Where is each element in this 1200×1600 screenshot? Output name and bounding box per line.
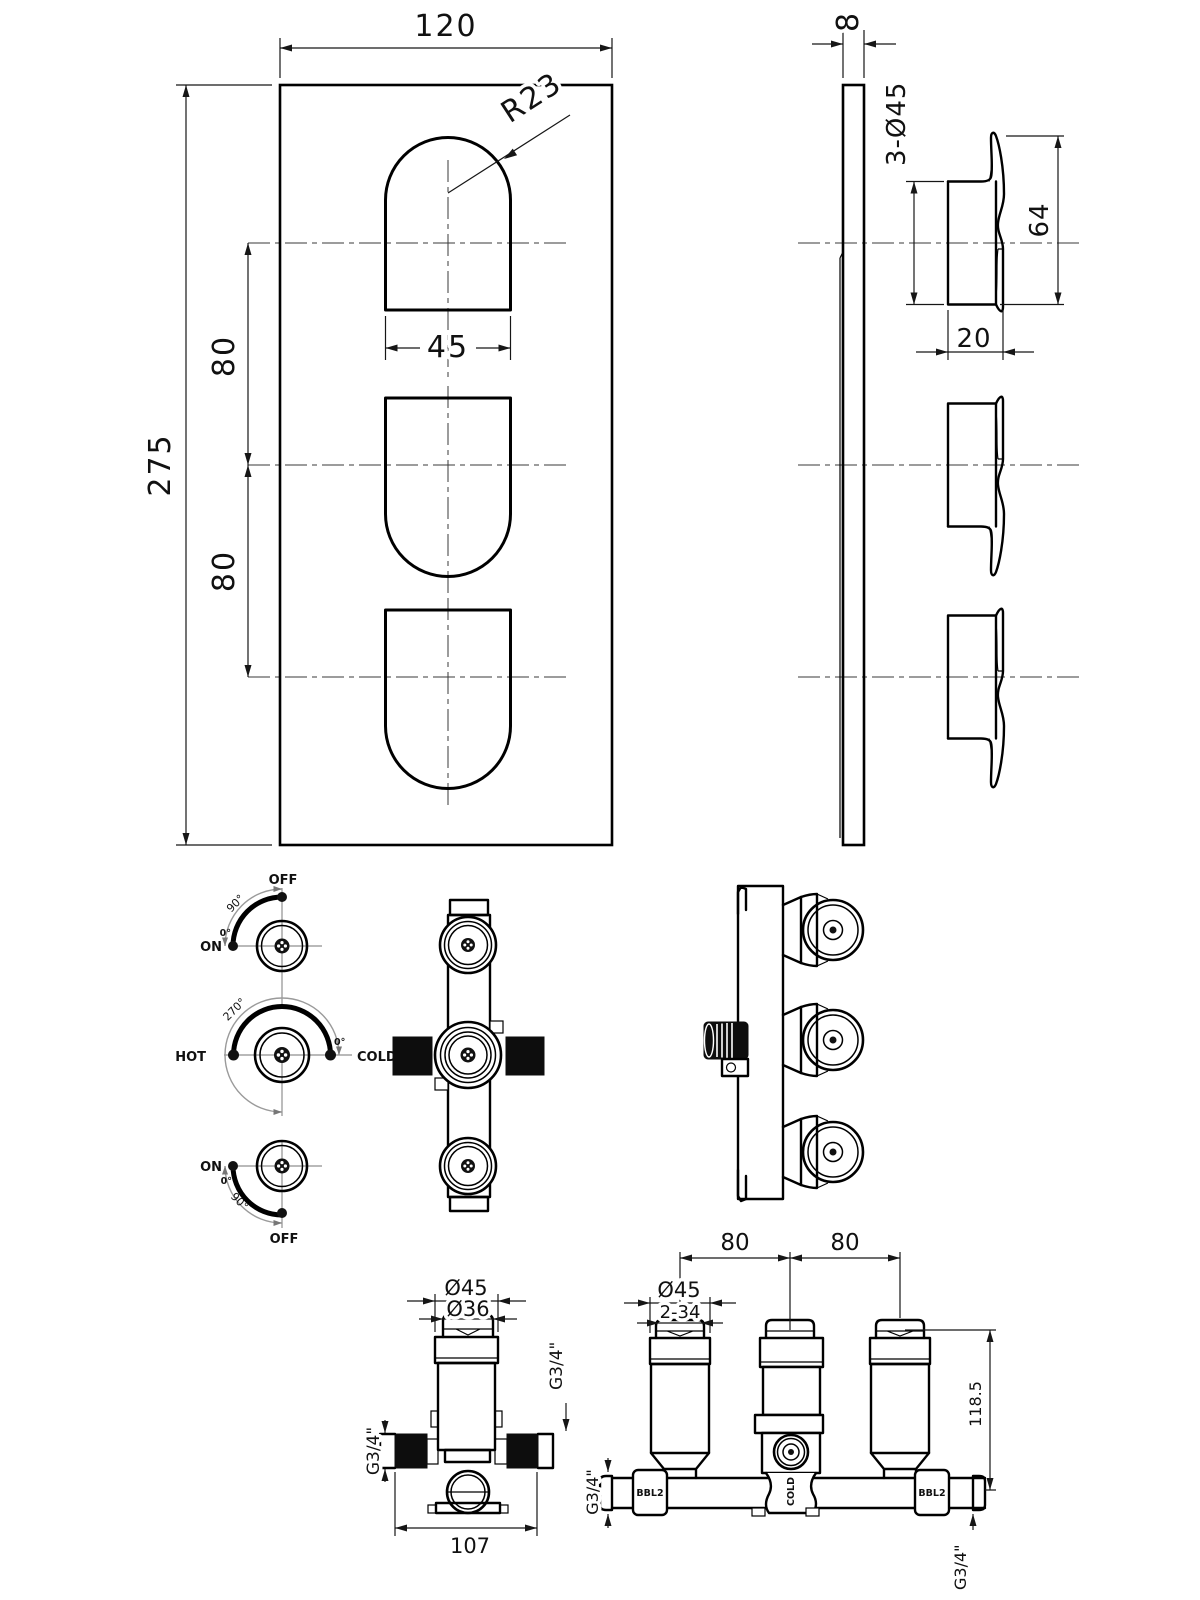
cartridge-center: COLD [751,1318,825,1517]
centerline-cutout-middle [248,386,566,596]
label-cold: COLD [357,1050,397,1065]
label-manifold-thread-bottom: G3/4" [951,1544,970,1590]
plate-profile [841,83,866,847]
temperature-dial: HOT COLD 270° 0° [175,996,397,1116]
inlet-cold-block [505,1036,545,1076]
cartridge-body [436,1361,497,1452]
centerline-cutout-bottom [248,598,566,808]
dim-front-pitch-bottom: 80 [207,550,242,592]
dim-cutout-width: 45 [427,330,469,365]
dim-knob-depth: 20 [956,324,991,354]
valve-head-top [438,915,498,975]
label-thread-left: G3/4" [364,1427,384,1475]
dim-manifold-dia: Ø45 [657,1278,700,1302]
label-on-bottom: ON [200,1160,222,1175]
valve-head-middle [433,1020,503,1090]
label-zero-bottom: 0° [221,1176,232,1187]
faceplate-outline [278,83,614,847]
inlet-fitting [703,1021,749,1060]
diverter-dial-top: OFF ON 90° 0° [200,873,322,1004]
label-cold-port: COLD [786,1477,797,1506]
label-thread-right: G3/4" [547,1342,567,1390]
knob-profile-top [946,131,1006,313]
dim-section-outer-dia: Ø45 [444,1276,487,1300]
cartridge-left [648,1318,712,1480]
label-off-top: OFF [269,873,298,888]
manifold-installation-view: COLD BBL2 BBL2 80 80 Ø45 2-34 118.5 G3/4… [580,1227,996,1594]
cutout-bottom [384,608,512,790]
cartridge-bottom [781,1114,865,1190]
fitting-right [913,1468,951,1517]
valve-body-perspective-view [703,884,865,1203]
label-off-bottom: OFF [270,1232,299,1247]
centerline-cutout-top [248,160,566,380]
dim-manifold-height: 118.5 [966,1381,985,1427]
cold-inlet-waist [764,1471,818,1515]
label-fitting-right: BBL2 [918,1488,945,1499]
dim-knob-diameter: 3-Ø45 [882,82,912,166]
dim-front-pitch-top: 80 [207,335,242,377]
valve-body-front-view [392,898,545,1213]
cutout-top [384,136,512,312]
label-sweep-top: 90° [224,892,247,915]
dim-pitch-left: 80 [720,1230,749,1256]
cutout-middle [384,396,512,578]
dim-section-inner-dia: Ø36 [446,1297,489,1321]
dim-pitch-right: 80 [830,1230,859,1256]
label-fitting-left: BBL2 [636,1488,663,1499]
diverter-dial-bottom: ON OFF 90° 0° [200,1139,322,1247]
label-sweep-mid: 270° [221,996,249,1024]
radius-leader-arrow [504,148,518,159]
cartridge-middle [781,1002,865,1078]
knob-profile-middle [946,395,1006,577]
dim-front-height: 275 [143,433,178,496]
dim-plate-thickness: 8 [831,11,866,32]
valve-cartridge-section-view: Ø45 Ø36 107 G3/4" G3/4" [361,1273,571,1562]
label-hot: HOT [175,1050,206,1065]
dial-center [274,938,290,954]
dim-section-width: 107 [450,1534,490,1558]
dim-knob-height: 64 [1025,202,1055,237]
faceplate-front-view: 120 275 80 80 45 R23 [140,6,614,847]
knob-profile-bottom [946,607,1006,789]
label-on-top: ON [200,940,222,955]
fitting-left [631,1468,669,1517]
dial-center [274,1158,290,1174]
cartridge-right [868,1318,932,1480]
label-zero-mid: 0° [334,1037,345,1048]
dim-front-width: 120 [414,9,477,44]
label-zero-top: 0° [220,928,231,939]
inlet-port-right [506,1433,539,1469]
side-centerlines [798,242,1082,678]
dim-thread-top: 2-34 [660,1302,701,1323]
inlet-hot-block [392,1036,433,1076]
cartridge-top [781,892,865,968]
faceplate-side-view: 8 3-Ø45 64 20 [798,7,1082,847]
valve-head-bottom [438,1136,498,1196]
label-manifold-thread-left: G3/4" [583,1469,602,1515]
handle-rotation-diagrams: OFF ON 90° 0° HOT COLD 270° 0° [175,873,397,1247]
dim-corner-radius: R23 [495,66,569,131]
dial-center [274,1047,290,1063]
inlet-port-left [394,1433,428,1469]
